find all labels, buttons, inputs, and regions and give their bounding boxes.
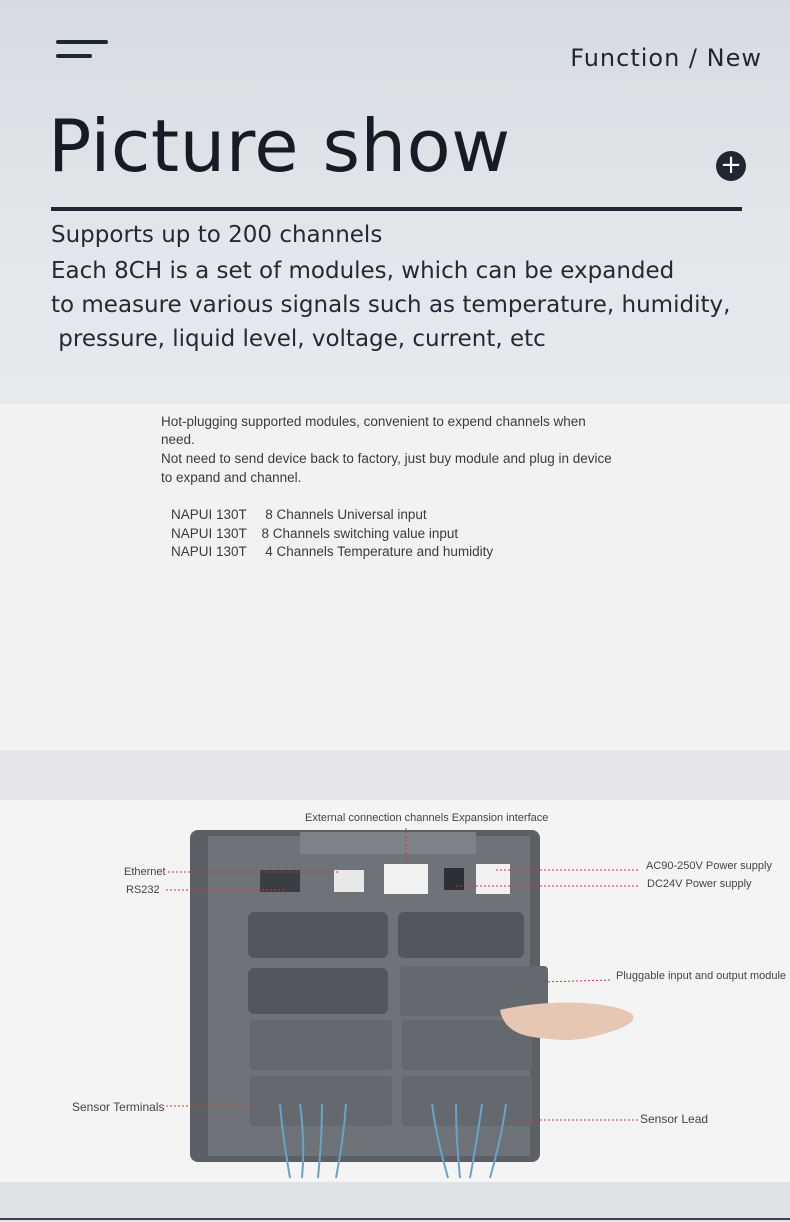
description-line: Supports up to 200 channels xyxy=(51,222,383,248)
intro-line: need. xyxy=(161,432,195,447)
intro-line: Hot-plugging supported modules, convenie… xyxy=(161,414,586,429)
device-photo xyxy=(166,828,640,1179)
model-line: NAPUI 130T 8 Channels Universal input xyxy=(171,507,427,522)
model-line: NAPUI 130T 8 Channels switching value in… xyxy=(171,526,459,541)
menu-icon-bar xyxy=(56,54,92,58)
menu-icon[interactable] xyxy=(56,40,110,64)
hand-image xyxy=(500,1002,634,1040)
sensor-terminals-label: Sensor Terminals xyxy=(72,1100,165,1114)
description-line: pressure, liquid level, voltage, current… xyxy=(51,326,546,352)
expansion-interface-label: External connection channels Expansion i… xyxy=(305,812,549,824)
description-line: Each 8CH is a set of modules, which can … xyxy=(51,258,675,284)
rs232-label: RS232 xyxy=(126,884,160,896)
device-housing-image xyxy=(190,830,548,1162)
plus-icon[interactable]: + xyxy=(716,151,746,181)
spacer xyxy=(0,750,790,800)
sensor-wires-image xyxy=(279,1103,507,1179)
page-title: Picture show xyxy=(48,104,511,188)
ac-power-label: AC90-250V Power supply xyxy=(646,860,772,872)
footer xyxy=(0,1182,790,1222)
modules-photo: 12345678 xyxy=(0,404,790,750)
footer-divider xyxy=(0,1218,790,1220)
pluggable-module-label: Pluggable input and output module xyxy=(616,970,787,982)
device-panel: External connection channels Expansion i… xyxy=(0,800,790,1182)
intro-line: to expand and channel. xyxy=(161,470,302,485)
description-line: to measure various signals such as tempe… xyxy=(51,292,731,318)
header-section: Function / New Picture show + Supports u… xyxy=(0,0,790,404)
menu-icon-bar xyxy=(56,40,108,44)
sensor-lead-label: Sensor Lead xyxy=(640,1112,709,1126)
divider xyxy=(51,207,742,211)
model-line: NAPUI 130T 4 Channels Temperature and hu… xyxy=(171,544,494,559)
dc-power-label: DC24V Power supply xyxy=(647,878,752,890)
breadcrumb[interactable]: Function / New xyxy=(570,44,762,72)
ethernet-label: Ethernet xyxy=(124,866,166,878)
intro-line: Not need to send device back to factory,… xyxy=(161,451,612,466)
modules-panel: Hot-plugging supported modules, convenie… xyxy=(0,404,790,750)
